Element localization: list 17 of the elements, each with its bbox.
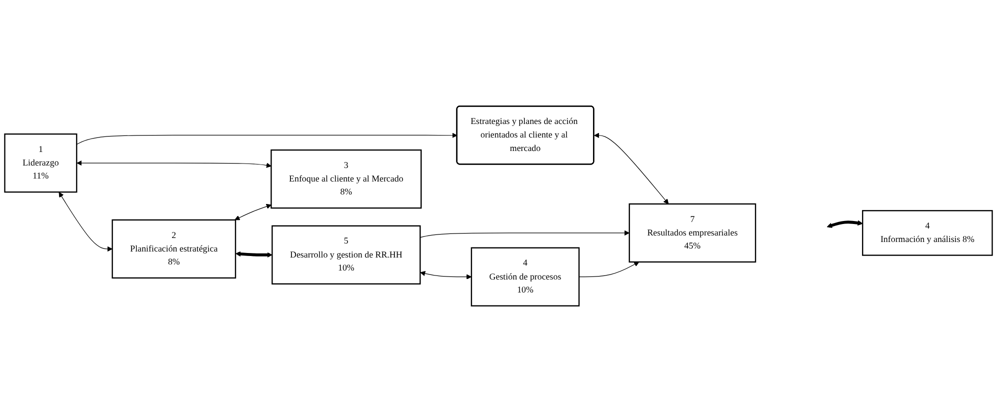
node-box: 2 Planificación estratégica 8% <box>112 219 236 279</box>
arrow <box>420 230 630 238</box>
arrow <box>236 251 272 258</box>
node-box: 5 Desarrollo y gestion de RR.HH 10% <box>272 225 421 284</box>
arrow <box>420 270 472 280</box>
node-box: 4 Información y análisis 8% <box>862 210 993 256</box>
node-box: 7 Resultados empresariales 45% <box>628 203 756 263</box>
node-box: 4 Gestión de procesos 10% <box>470 247 580 306</box>
arrow <box>58 192 113 252</box>
arrow <box>826 220 863 228</box>
arrow <box>76 132 458 145</box>
node-box: 3 Enfoque al cliente y al Mercado 8% <box>270 149 422 209</box>
arrow <box>76 160 272 168</box>
arrow <box>594 132 669 204</box>
arrow <box>578 262 640 278</box>
arrow <box>234 204 272 220</box>
node-box: 1 Liderazgo 11% <box>4 133 78 193</box>
